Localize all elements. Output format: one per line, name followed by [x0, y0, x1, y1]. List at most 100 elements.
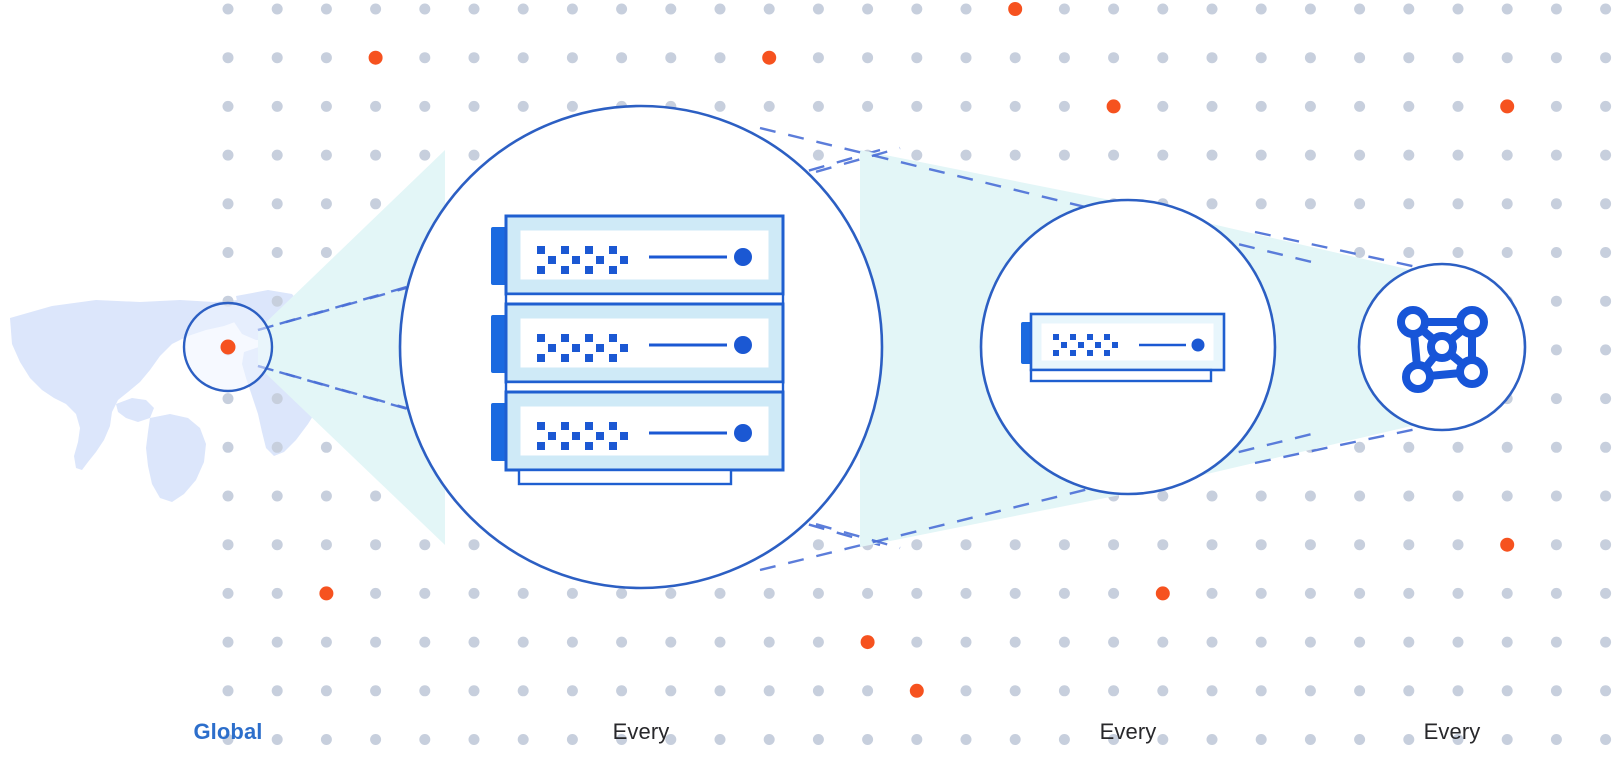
- grid-dot: [517, 685, 529, 697]
- grid-dot-highlight: [860, 635, 875, 650]
- grid-dot: [419, 734, 431, 745]
- grid-dot: [1600, 441, 1612, 453]
- grid-dot: [1304, 100, 1316, 112]
- label-every-data-center[interactable]: Every data center: [531, 669, 751, 782]
- grid-dot: [1501, 734, 1513, 745]
- grid-dot: [1600, 587, 1612, 599]
- grid-dot: [1403, 685, 1415, 697]
- server-rack-icon: [491, 214, 785, 486]
- grid-dot: [911, 636, 923, 648]
- grid-dot: [1403, 149, 1415, 161]
- grid-dot: [1600, 344, 1612, 356]
- label-every-server-line1: Every: [1099, 719, 1157, 744]
- grid-dot-highlight: [762, 50, 777, 65]
- grid-dot-highlight: [909, 683, 924, 698]
- grid-dot: [1304, 636, 1316, 648]
- grid-dot: [1157, 490, 1169, 502]
- grid-dot: [566, 734, 578, 745]
- grid-dot: [911, 539, 923, 551]
- grid-dot: [468, 3, 480, 15]
- grid-dot: [1304, 685, 1316, 697]
- grid-dot: [1206, 587, 1218, 599]
- grid-dot: [468, 100, 480, 112]
- grid-dot: [1354, 198, 1366, 210]
- grid-dot: [370, 587, 382, 599]
- grid-dot: [1550, 636, 1562, 648]
- grid-dot: [1058, 734, 1070, 745]
- label-every-server[interactable]: Every server: [1028, 669, 1228, 782]
- grid-dot: [566, 100, 578, 112]
- grid-dot: [370, 198, 382, 210]
- grid-dot: [271, 490, 283, 502]
- grid-dot: [419, 52, 431, 64]
- grid-dot: [320, 636, 332, 648]
- grid-dot: [1403, 587, 1415, 599]
- grid-dot: [1600, 3, 1612, 15]
- grid-dot: [911, 734, 923, 745]
- grid-dot: [812, 636, 824, 648]
- grid-dot: [468, 52, 480, 64]
- grid-dot: [1108, 636, 1120, 648]
- grid-dot: [665, 636, 677, 648]
- grid-dot: [1550, 539, 1562, 551]
- grid-dot: [1600, 247, 1612, 258]
- grid-dot: [665, 734, 677, 745]
- grid-dot: [1108, 734, 1120, 745]
- grid-dot: [517, 3, 529, 15]
- grid-dot: [862, 3, 874, 15]
- mesh-network-icon: [1397, 306, 1488, 393]
- grid-dot: [1452, 734, 1464, 745]
- grid-dot: [1206, 685, 1218, 697]
- grid-dot: [1206, 734, 1218, 745]
- grid-dot: [1009, 52, 1021, 64]
- grid-dot: [222, 247, 234, 258]
- grid-dot: [222, 441, 234, 453]
- grid-dot: [812, 149, 824, 161]
- grid-dot: [271, 441, 283, 453]
- grid-dot: [763, 587, 775, 599]
- label-global-network[interactable]: Global network: [128, 669, 328, 782]
- grid-dot: [1206, 636, 1218, 648]
- grid-dot: [1108, 587, 1120, 599]
- grid-dot: [1600, 636, 1612, 648]
- grid-dot: [1550, 587, 1562, 599]
- grid-dot: [1009, 587, 1021, 599]
- grid-dot: [222, 490, 234, 502]
- grid-dot: [271, 247, 283, 258]
- grid-dot: [1452, 247, 1464, 258]
- grid-dot: [1354, 490, 1366, 502]
- server-unit: [491, 302, 785, 384]
- grid-dot: [222, 734, 234, 745]
- grid-dot: [616, 685, 628, 697]
- grid-dot: [763, 3, 775, 15]
- grid-dot: [1550, 149, 1562, 161]
- grid-dot: [222, 198, 234, 210]
- grid-dot: [370, 149, 382, 161]
- label-every-data-center-line1: Every: [612, 719, 670, 744]
- grid-dot-highlight: [319, 586, 334, 601]
- grid-dot: [1452, 636, 1464, 648]
- grid-dot: [1452, 52, 1464, 64]
- grid-dot: [911, 3, 923, 15]
- grid-dot: [1600, 295, 1612, 307]
- grid-dot: [1550, 295, 1562, 307]
- server-unit: [491, 214, 785, 296]
- location-pin-dot: [220, 339, 236, 355]
- grid-dot: [468, 149, 480, 161]
- grid-dot: [419, 539, 431, 551]
- grid-dot: [714, 587, 726, 599]
- grid-dot: [468, 636, 480, 648]
- grid-dot: [1354, 539, 1366, 551]
- global-network-marker[interactable]: [182, 301, 274, 393]
- grid-dot: [1550, 247, 1562, 258]
- grid-dot: [271, 3, 283, 15]
- grid-dot: [1403, 100, 1415, 112]
- label-every-service[interactable]: Every service: [1352, 669, 1552, 782]
- grid-dot: [1354, 587, 1366, 599]
- grid-dot: [714, 685, 726, 697]
- grid-dot: [862, 52, 874, 64]
- grid-dot: [960, 100, 972, 112]
- grid-dot: [763, 685, 775, 697]
- grid-dot: [1501, 247, 1513, 258]
